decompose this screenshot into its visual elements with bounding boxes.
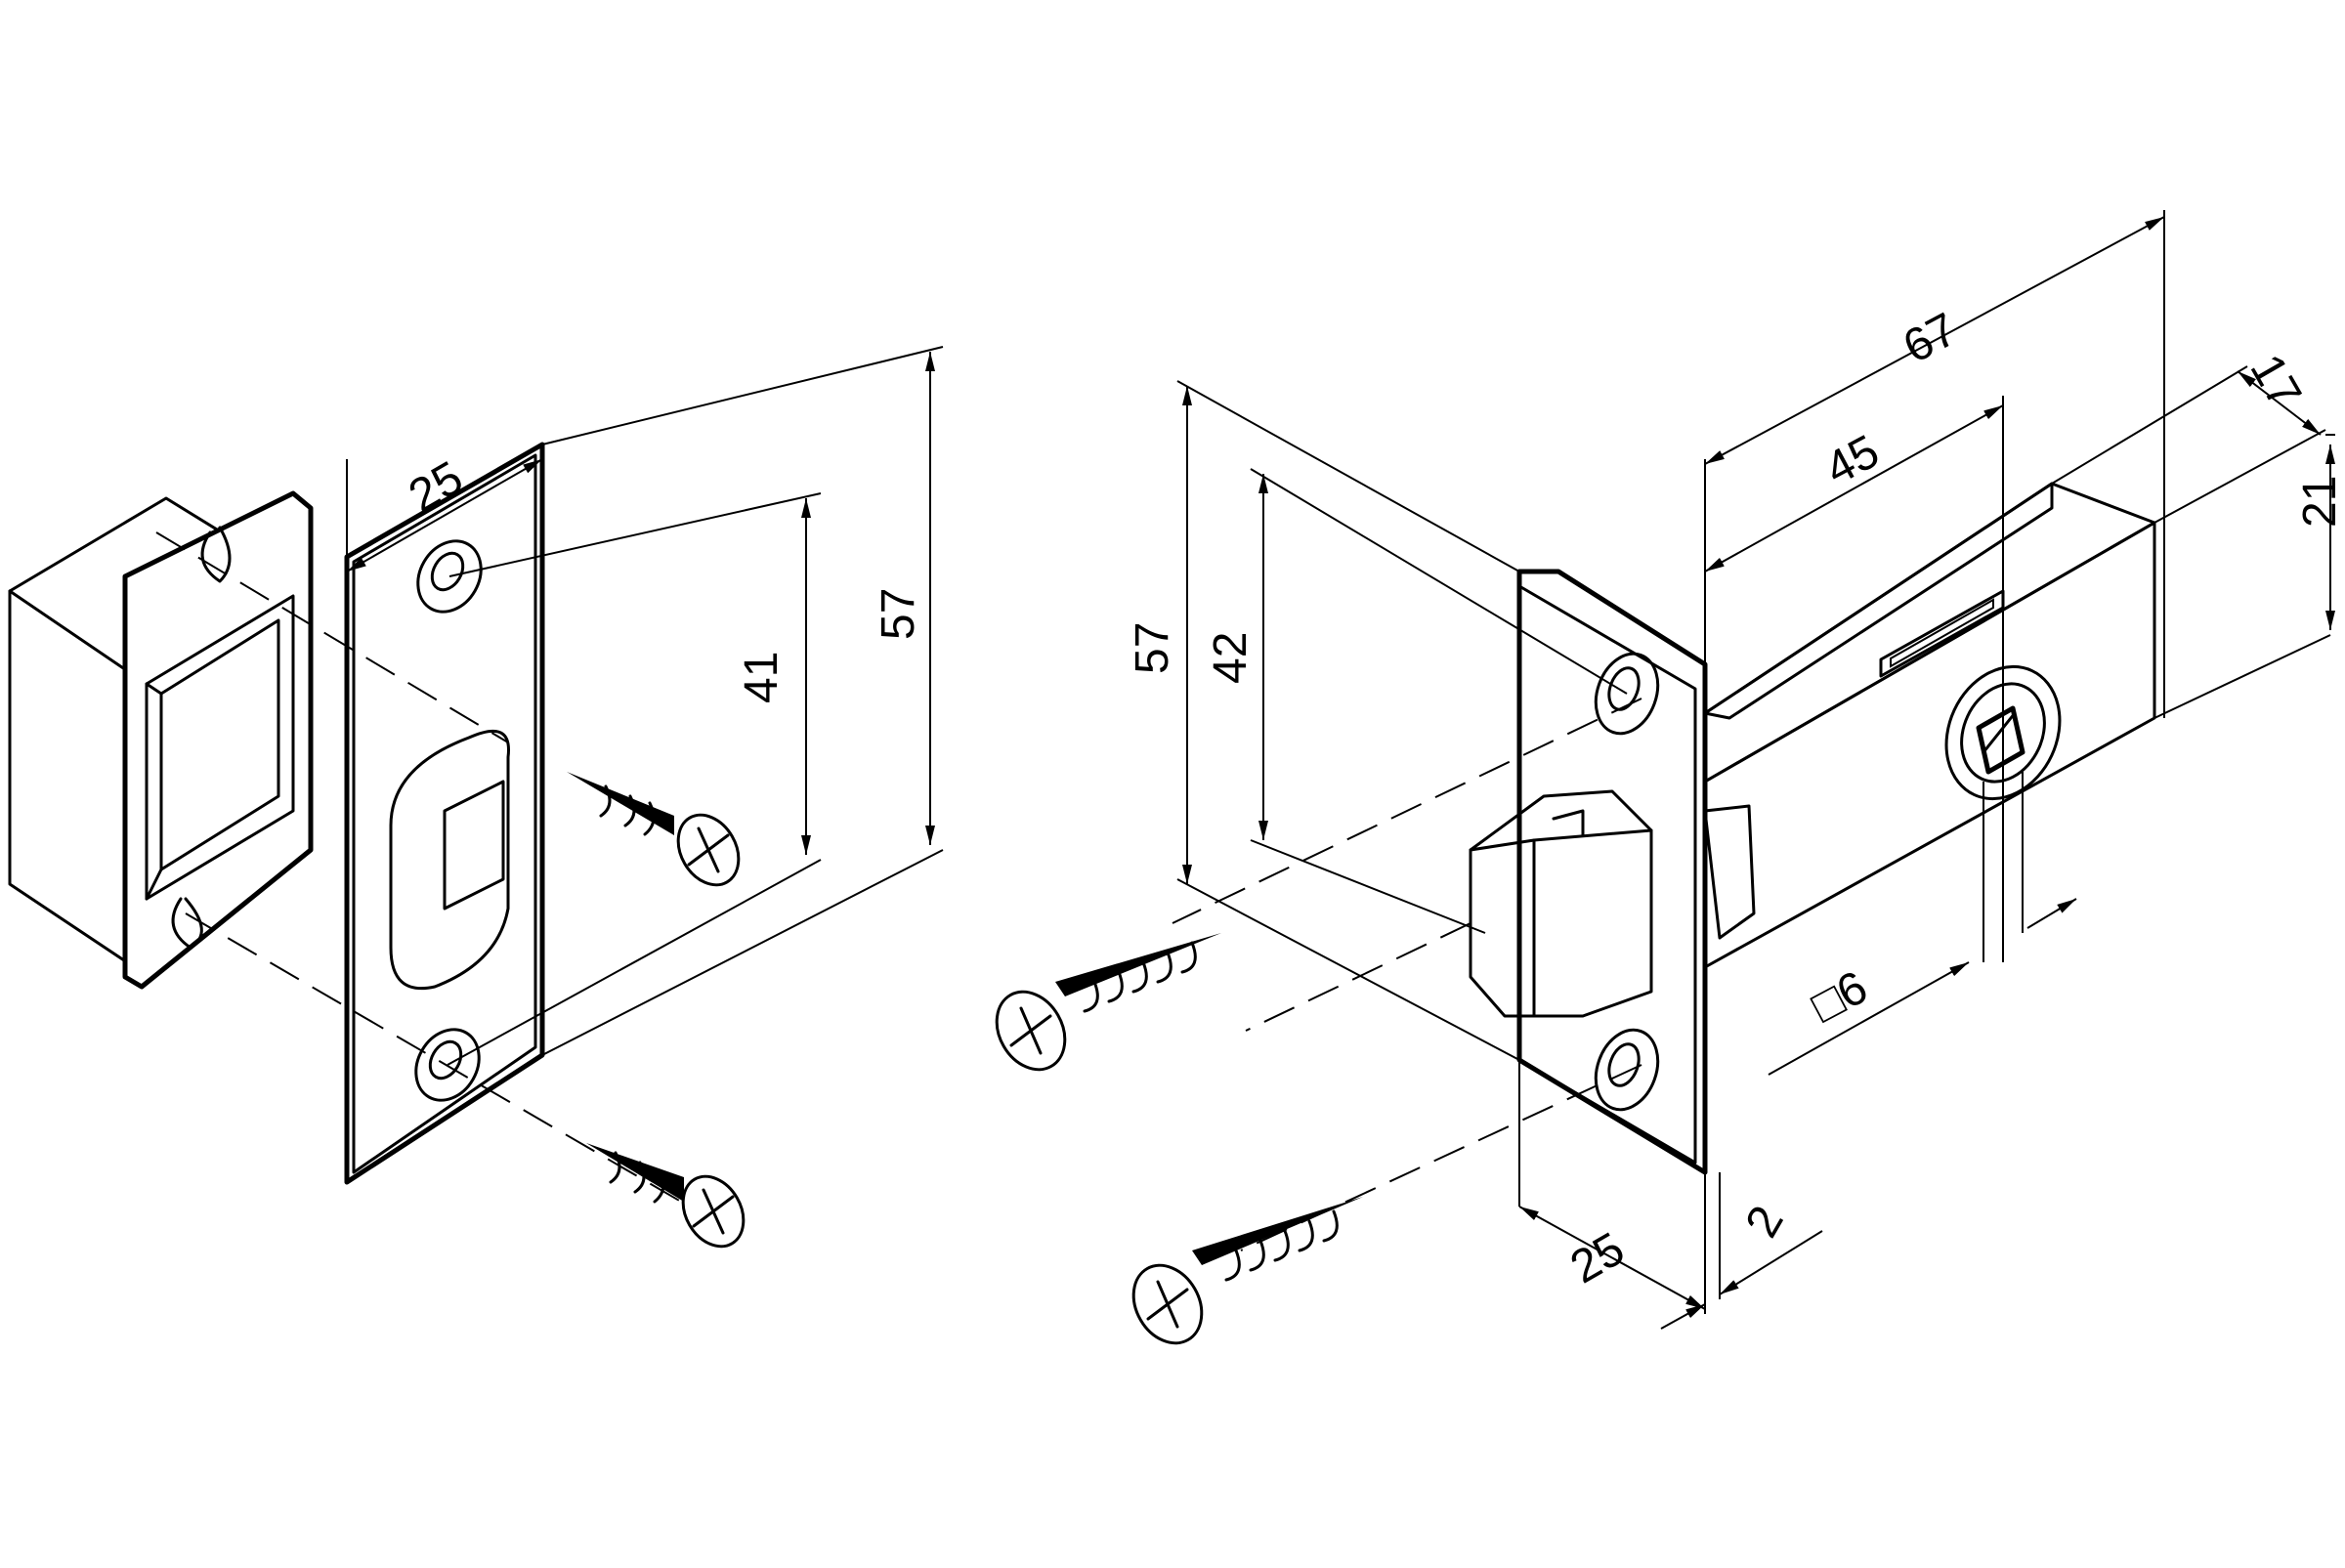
screw-strike-lower (586, 1143, 746, 1249)
dim-strike-height: 57 (541, 346, 944, 1056)
backset-label: 45 (1817, 425, 1888, 495)
dim-spindle-square: □6 (1768, 772, 2077, 1076)
strike-box (8, 490, 314, 990)
dim-strike-hole-spacing: 41 (447, 492, 822, 1066)
latch-hole-spacing-label: 42 (1205, 632, 1257, 684)
latch-plate-height-label: 57 (1127, 622, 1178, 674)
screw-latch-upper (995, 933, 1221, 1072)
latch-bolt (1469, 789, 1653, 1018)
dim-backset: 45 (1704, 396, 2004, 962)
dim-case-height: 21 (2153, 434, 2345, 719)
strike-hole-spacing-label: 41 (736, 652, 788, 703)
dim-case-depth: 17 (2051, 346, 2326, 524)
strike-center-lines (155, 531, 724, 1227)
backset-total-label: 67 (1896, 303, 1966, 373)
dim-latch-hole-spacing: 42 (1205, 468, 1628, 934)
strike-height-label: 57 (873, 588, 924, 640)
faceplate-width-label: 25 (1562, 1223, 1634, 1294)
screw-strike-upper (567, 772, 741, 887)
screw-latch-lower (1131, 1197, 1363, 1345)
latch-case (1703, 482, 2156, 969)
spindle-square-label: □6 (1804, 961, 1876, 1033)
dim-latch-plate-height: 57 (1127, 380, 1520, 1061)
dim-faceplate-thickness: 2 (1660, 1172, 1823, 1330)
latch-faceplate (1516, 569, 1708, 1175)
case-depth-label: 17 (2239, 346, 2311, 417)
case-height-label: 21 (2294, 476, 2345, 528)
faceplate-thickness-label: 2 (1736, 1198, 1794, 1247)
